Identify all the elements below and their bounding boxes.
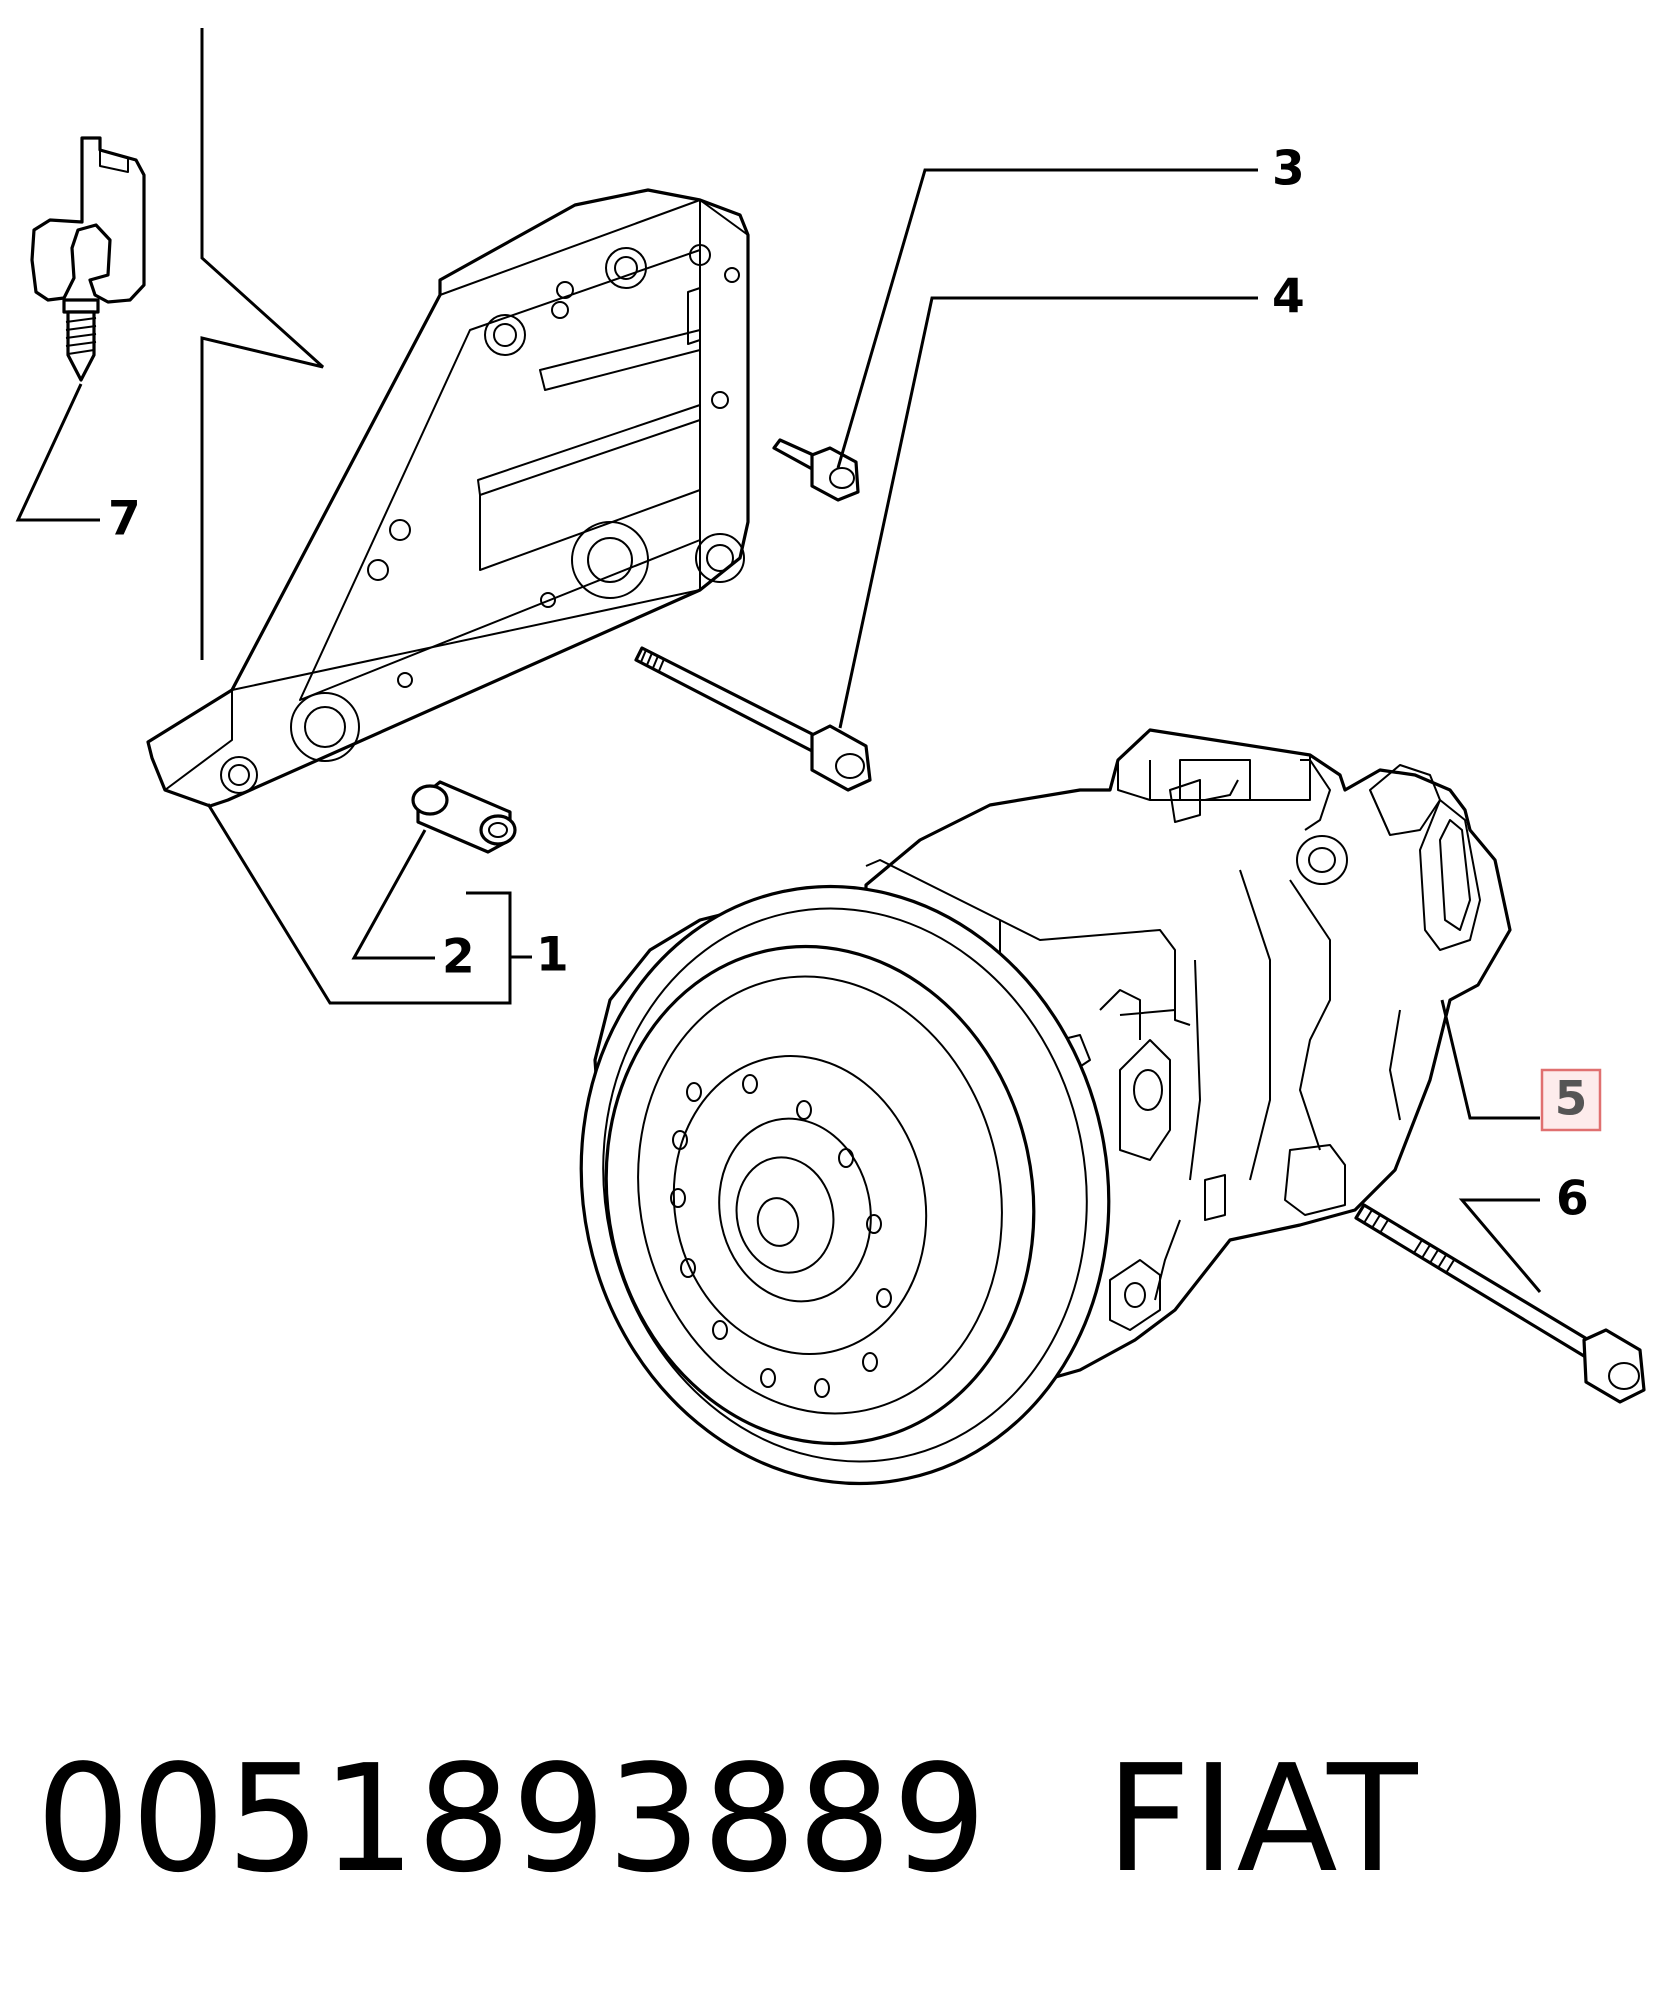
leader-3: [836, 168, 1258, 469]
callout-3: 3: [1272, 142, 1305, 197]
brand-name: FIAT: [1105, 1733, 1419, 1905]
section-break-marker: [200, 28, 325, 660]
leader-5: [1440, 999, 1540, 1120]
leader-6: [1458, 1198, 1542, 1293]
part-4-long-bolt: [634, 646, 872, 792]
highlight-box: [1540, 1068, 1602, 1132]
part-1-bracket: [146, 188, 750, 808]
leader-4: [838, 296, 1258, 729]
callout-5-highlight: 5: [1540, 1068, 1602, 1132]
callout-4: 4: [1272, 270, 1305, 325]
leader-7: [15, 383, 100, 522]
part-number: 0051893889: [36, 1733, 988, 1905]
part-6-long-bolt: [1354, 1203, 1646, 1404]
leader-2: [351, 829, 435, 960]
callout-2: 2: [442, 930, 475, 985]
part-3-short-bolt: [772, 438, 860, 502]
leader-1-bracket: [206, 803, 510, 1005]
callout-6: 6: [1556, 1172, 1589, 1227]
leader-1-group: [466, 891, 512, 1005]
callout-5: 5: [1555, 1072, 1588, 1127]
part-7-clip-stud: [30, 136, 146, 382]
callout-7: 7: [108, 492, 141, 547]
callout-1: 1: [536, 928, 569, 983]
part-5-ac-compressor: [579, 728, 1512, 1486]
part-2-bushing: [411, 780, 517, 854]
